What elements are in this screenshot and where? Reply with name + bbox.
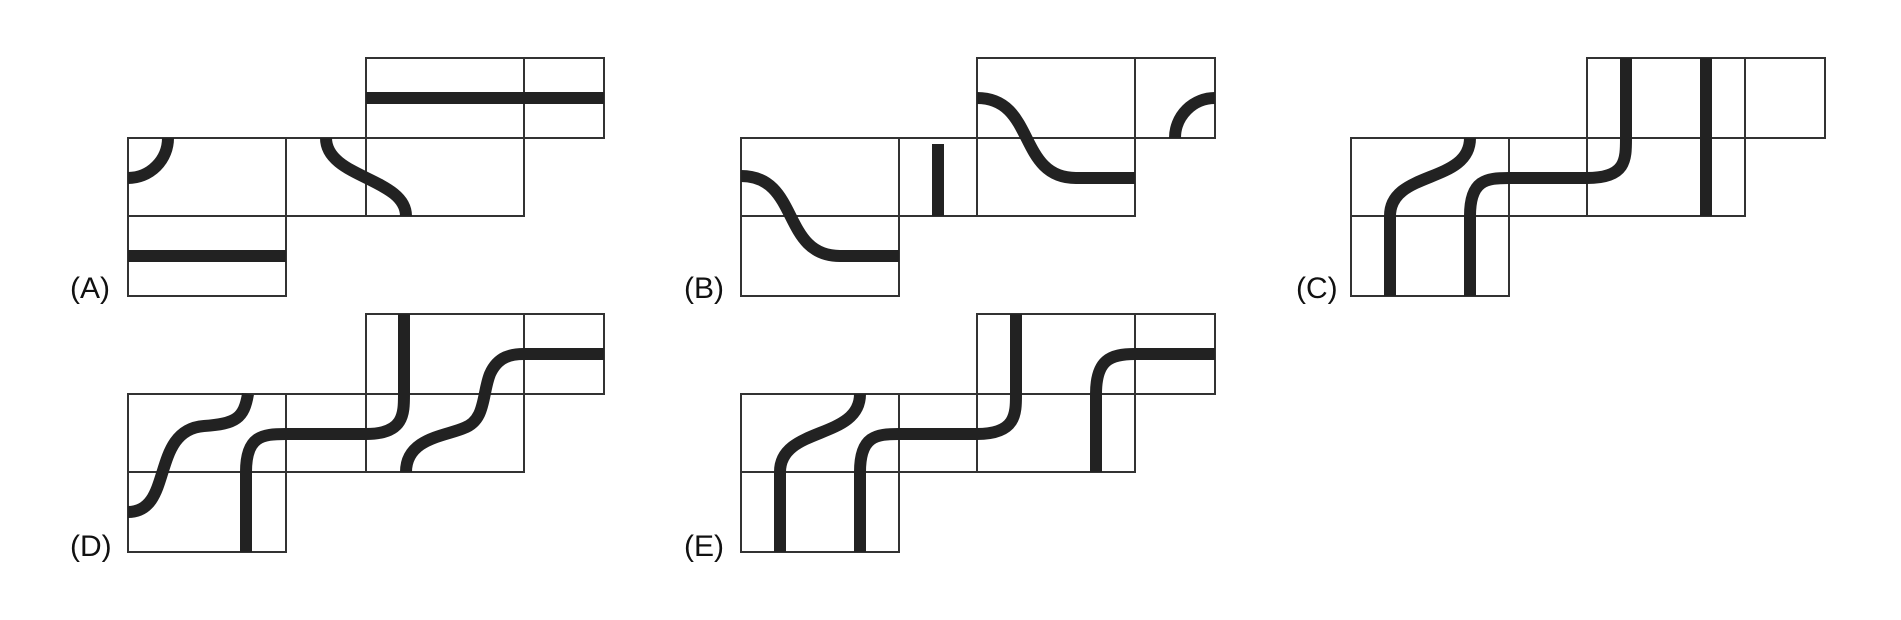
option-b-track-4 bbox=[1169, 92, 1216, 139]
option-c[interactable]: (C) bbox=[1296, 57, 1826, 305]
option-d-track-1 bbox=[127, 392, 254, 518]
option-e-track-2 bbox=[854, 314, 1022, 552]
option-d-track-2 bbox=[240, 314, 410, 552]
option-d[interactable]: (D) bbox=[70, 313, 605, 563]
option-d-label: (D) bbox=[70, 530, 112, 563]
option-e-track-1 bbox=[774, 393, 866, 552]
option-b-tracks bbox=[740, 92, 1216, 262]
option-a-track-2 bbox=[320, 137, 412, 217]
option-c-label: (C) bbox=[1296, 272, 1338, 305]
option-a[interactable]: (A) bbox=[70, 57, 605, 305]
option-d-track-3 bbox=[400, 348, 604, 473]
option-e[interactable]: (E) bbox=[684, 313, 1216, 563]
option-b-label: (B) bbox=[684, 272, 724, 305]
option-a-label: (A) bbox=[70, 272, 110, 305]
option-e-label: (E) bbox=[684, 530, 724, 563]
option-b[interactable]: (B) bbox=[684, 57, 1216, 305]
option-b-grid bbox=[740, 57, 1216, 297]
option-c-track-1 bbox=[1384, 137, 1476, 296]
option-e-tracks bbox=[774, 314, 1215, 552]
option-b-track-3 bbox=[976, 92, 1135, 184]
option-e-track-3 bbox=[1090, 348, 1215, 472]
option-c-tracks bbox=[1384, 58, 1712, 296]
option-c-track-2 bbox=[1464, 58, 1632, 296]
option-a-tracks bbox=[127, 92, 604, 262]
option-a-track-1 bbox=[127, 137, 174, 184]
option-b-track-1 bbox=[740, 170, 899, 262]
option-d-tracks bbox=[127, 314, 604, 552]
